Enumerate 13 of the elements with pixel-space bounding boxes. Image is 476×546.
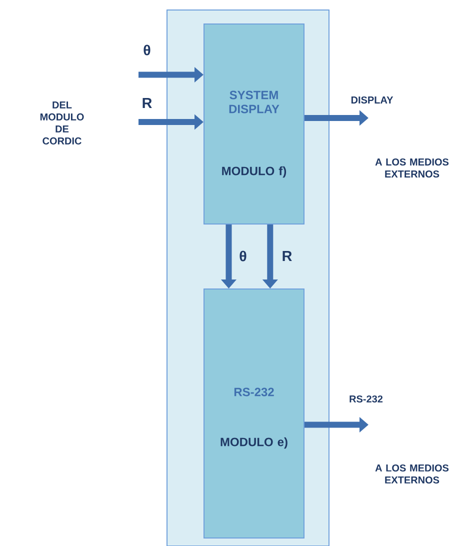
note-text: A LOS MEDIOS EXTERNOS bbox=[375, 464, 449, 484]
box-heading: SYSTEM DISPLAY bbox=[229, 90, 280, 114]
module-label: MODULO f) bbox=[222, 166, 286, 178]
note-text: A LOS MEDIOS EXTERNOS bbox=[375, 158, 449, 178]
edge-label: θ bbox=[144, 44, 150, 56]
edge-label: RS-232 bbox=[350, 395, 383, 403]
edge-label: R bbox=[142, 98, 152, 108]
module-label: MODULO e) bbox=[220, 437, 288, 449]
edge-label: θ bbox=[240, 250, 246, 262]
box-heading: RS-232 bbox=[234, 388, 274, 396]
edge-label: DISPLAY bbox=[351, 96, 394, 104]
edge-label: R bbox=[282, 251, 292, 261]
note-text: DEL MODULO DE CORDIC bbox=[40, 102, 84, 144]
